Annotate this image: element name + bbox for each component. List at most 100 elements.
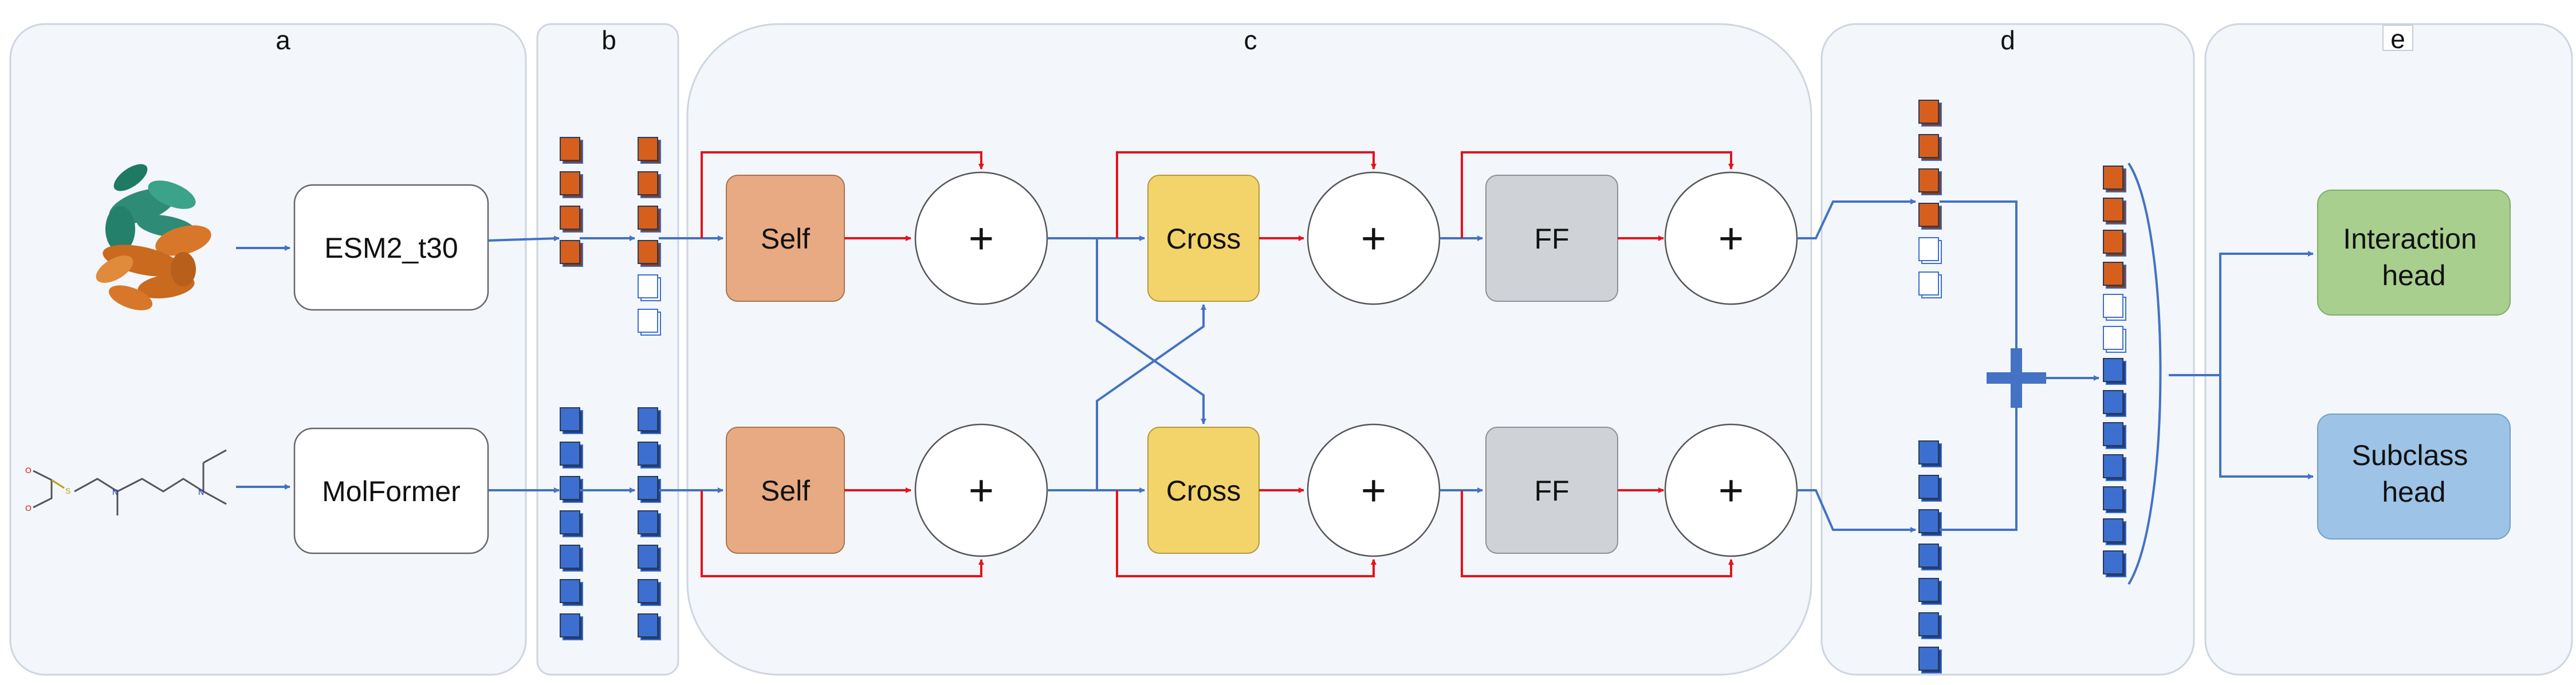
interaction-head-label: Interaction head (2343, 223, 2484, 292)
cross-attention-label-bottom: Cross (1166, 475, 1241, 507)
molecule-output-token-2 (1918, 475, 1942, 502)
joint-embedding-bracket (2127, 162, 2162, 585)
joint-embedding-token-1 (2103, 166, 2126, 192)
molecule-atoms: O O S N N (25, 466, 204, 513)
interaction-head-box (2317, 190, 2511, 316)
cross-connection-top-to-bottom (1096, 238, 1206, 424)
add-symbol-2-bottom: + (1361, 466, 1386, 515)
protein-padded-embedding-token-5 (638, 274, 661, 301)
residual-arrow-2-bottom (1116, 490, 1377, 577)
feedforward-label-bottom: FF (1534, 475, 1569, 507)
molecule-padded-embedding-token-2 (638, 442, 661, 469)
protein-embedding-token-4 (560, 240, 583, 267)
molecule-embedding-token-3 (560, 476, 583, 503)
esm2-encoder-box (293, 184, 489, 311)
molecule-output-token-3 (1918, 509, 1942, 536)
arrow-to-subclass-head (2219, 375, 2314, 479)
panel-b (536, 23, 679, 676)
protein-output-token-6 (1918, 271, 1942, 298)
arrow-protein-to-concat (1940, 200, 2019, 355)
svg-text:N: N (112, 487, 118, 497)
cross-connection-bottom-to-top (1096, 304, 1206, 490)
subclass-head-box (2317, 414, 2511, 540)
panel-label-e-box (2382, 25, 2413, 51)
molecule-structure-icon (33, 449, 227, 515)
joint-embedding-token-11 (2103, 486, 2126, 513)
joint-embedding-token-6 (2103, 326, 2126, 353)
protein-padded-embedding-token-1 (638, 137, 661, 164)
add-symbol-3-bottom: + (1718, 466, 1744, 515)
svg-text:O: O (25, 466, 32, 475)
feedforward-label-top: FF (1534, 223, 1569, 255)
pooled-token-columns (1918, 100, 2126, 674)
panel-a (9, 23, 527, 676)
molecule-padded-embedding-token-5 (638, 545, 661, 572)
svg-text:O: O (25, 503, 32, 513)
protein-padded-embedding-token-4 (638, 240, 661, 267)
molecule-padded-embedding-token-4 (638, 510, 661, 537)
molecule-embedding-token-4 (560, 510, 583, 537)
molecule-output-token-6 (1918, 612, 1942, 639)
protein-padded-embedding-token-2 (638, 171, 661, 198)
protein-embedding-token-1 (560, 137, 583, 164)
molecule-output-token-7 (1918, 647, 1942, 674)
add-symbol-2-top: + (1361, 214, 1386, 263)
protein-structure-icon (96, 164, 211, 310)
protein-output-token-3 (1918, 168, 1942, 195)
protein-output-token-2 (1918, 134, 1942, 161)
molecule-embedding-token-5 (560, 545, 583, 572)
panel-e (2204, 23, 2573, 676)
protein-output-token-1 (1918, 100, 1942, 127)
molecule-padded-embedding-token-6 (638, 579, 661, 606)
arrow-protein-output-to-d (1797, 199, 1916, 239)
joint-embedding-token-10 (2103, 454, 2126, 481)
protein-output-token-5 (1918, 237, 1942, 264)
arrow-esm2-to-tokens (487, 235, 560, 242)
molecule-embedding-token-7 (560, 613, 583, 640)
molecule-output-token-5 (1918, 578, 1942, 605)
protein-padded-embedding-token-3 (638, 206, 661, 233)
arrow-molecule-output-to-d (1797, 489, 1916, 533)
molecule-embedding-token-6 (560, 579, 583, 606)
arrow-to-interaction-head (2169, 251, 2314, 376)
molecule-output-token-1 (1918, 440, 1942, 467)
residual-arrow-3-bottom (1461, 490, 1734, 577)
joint-embedding-token-8 (2103, 390, 2126, 417)
molecule-embedding-token-1 (560, 407, 583, 434)
residual-arrow-1-bottom (701, 490, 984, 577)
protein-embedding-token-2 (560, 171, 583, 198)
self-attention-label-top: Self (761, 223, 810, 255)
add-symbol-1-bottom: + (969, 466, 994, 515)
joint-embedding-token-3 (2103, 230, 2126, 257)
joint-embedding-token-5 (2103, 294, 2126, 321)
protein-embedding-token-3 (560, 206, 583, 233)
protein-output-token-4 (1918, 203, 1942, 230)
residual-arrow-2-top (1116, 151, 1377, 238)
arrow-molecule-to-concat (1940, 400, 2019, 531)
molecule-output-token-4 (1918, 544, 1942, 570)
cross-attention-label-top: Cross (1166, 223, 1241, 255)
panel-label-d: d (2000, 25, 2015, 55)
molecule-padded-embedding-token-1 (638, 407, 661, 434)
molecule-padded-embedding-token-3 (638, 476, 661, 503)
joint-embedding-token-4 (2103, 262, 2126, 289)
svg-text:N: N (198, 487, 204, 497)
svg-text:S: S (65, 486, 70, 495)
protein-padded-embedding-token-6 (638, 309, 661, 336)
molformer-encoder-label: MolFormer (322, 475, 461, 507)
joint-embedding-token-9 (2103, 422, 2126, 449)
joint-embedding-token-12 (2103, 518, 2126, 545)
panel-label-a: a (276, 25, 290, 55)
panel-d (1820, 23, 2195, 676)
joint-embedding-token-2 (2103, 198, 2126, 225)
residual-arrow-3-top (1461, 151, 1734, 238)
panel-label-e: e (2390, 24, 2405, 54)
panel-label-c: c (1244, 25, 1257, 55)
joint-embedding-token-7 (2103, 358, 2126, 385)
joint-embedding-token-13 (2103, 550, 2126, 577)
embedding-token-columns (560, 137, 661, 640)
panel-label-b: b (601, 25, 616, 55)
molecule-padded-embedding-token-7 (638, 613, 661, 640)
add-symbol-3-top: + (1718, 214, 1744, 263)
